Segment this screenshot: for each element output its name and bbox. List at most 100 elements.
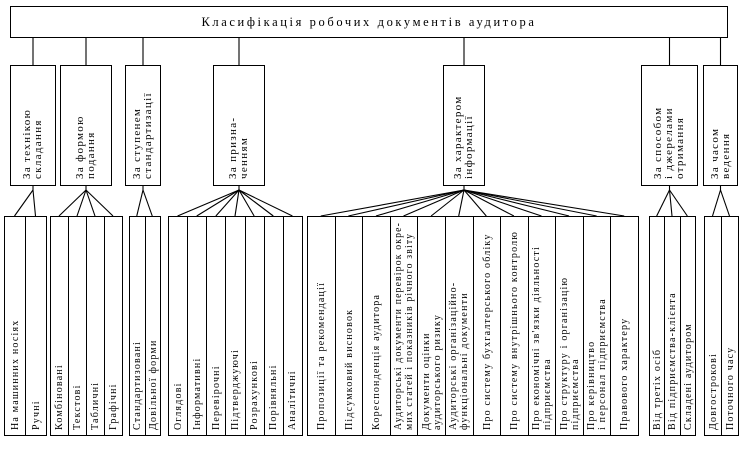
category-to-leaf-connector [430, 189, 465, 217]
leaf-box: Аудиторські документи перевірок окре- ми… [389, 216, 419, 436]
leaf-box: Стандартизовані [129, 216, 146, 436]
leaf-label: Від підприємства-клієнта [667, 292, 679, 430]
leaf-box: Підтверджуючі [225, 216, 246, 436]
category-to-leaf-connector [403, 189, 465, 217]
category-box-3: За ступенем стандартизації [125, 65, 161, 186]
leaf-label: Підсумковий висновок [343, 308, 355, 430]
category-to-leaf-connector [85, 189, 114, 217]
leaf-box: Пропозиції та рекомендації [307, 216, 336, 436]
category-to-leaf-connector [136, 189, 144, 217]
leaf-box: Графічні [104, 216, 124, 436]
leaf-label: Довгострокові [707, 352, 719, 430]
category-to-leaf-connector [656, 189, 670, 217]
category-to-leaf-connector [238, 189, 293, 217]
leaf-label: Перевірочні [210, 365, 222, 430]
leaf-box: На машинних носіях [4, 216, 27, 436]
leaf-label: Аудиторські документи перевірок окре- ми… [393, 221, 416, 430]
leaf-box: Про структуру і організацію підприємства [555, 216, 585, 436]
leaf-label: Графічні [108, 383, 119, 430]
leaf-label: Інформативні [191, 357, 203, 430]
leaf-box: Підсумковий висновок [334, 216, 364, 436]
leaf-box: Комбіновані [50, 216, 70, 436]
category-to-leaf-connector [32, 189, 37, 217]
category-to-leaf-connector [177, 189, 240, 217]
leaf-label: Текстові [72, 384, 83, 430]
leaf-label: Про структуру і організацію підприємства [558, 276, 581, 430]
leaf-box: Кореспонденція аудитора [362, 216, 391, 436]
leaf-label: Про керівництво і персонал підприємства [586, 298, 609, 430]
category-to-leaf-connector [458, 189, 465, 217]
category-to-leaf-connector [463, 189, 515, 217]
leaf-label: Пропозиції та рекомендації [316, 281, 327, 430]
category-to-leaf-connector [463, 189, 625, 217]
category-label: За ступенем стандартизації [131, 92, 154, 179]
category-to-leaf-connector [85, 189, 96, 217]
category-label: За формою подання [74, 115, 97, 179]
leaf-box: Інформативні [187, 216, 208, 436]
category-label: За часом ведення [708, 127, 732, 179]
category-to-leaf-connector [58, 189, 87, 217]
category-box-1: За технікою складання [10, 65, 56, 186]
leaf-label: Складені аудитором [682, 323, 694, 430]
leaf-label: Правового характеру [619, 317, 631, 430]
leaf-box: Від підприємства-клієнта [664, 216, 681, 436]
category-to-leaf-connector [719, 189, 731, 217]
category-label: За способом і джерелами отримання [652, 106, 686, 179]
category-to-leaf-connector [463, 189, 487, 217]
category-to-leaf-connector [215, 189, 240, 217]
leaf-label: Документи оцінки аудиторського ризику [420, 313, 443, 430]
category-to-leaf-connector [76, 189, 87, 217]
leaf-box: Перевірочні [206, 216, 227, 436]
category-label: За характером інформації [452, 95, 475, 179]
leaf-label: Про економічні зв'язки діяльності підпри… [531, 246, 554, 430]
leaf-box: Оглядові [168, 216, 189, 436]
category-to-leaf-connector [375, 189, 465, 217]
leaf-box: Від третіх осіб [649, 216, 666, 436]
leaf-label: Ручні [30, 400, 42, 430]
leaf-box: Довільної форми [144, 216, 162, 436]
leaf-label: Про систему бухгалтерського обліку [481, 233, 493, 430]
category-to-leaf-connector [711, 189, 722, 217]
category-to-leaf-connector [463, 189, 597, 217]
category-label: За технікою складання [21, 108, 44, 179]
category-to-leaf-connector [234, 189, 240, 217]
leaf-label: Табличні [90, 381, 101, 430]
leaf-box: Про керівництво і персонал підприємства [582, 216, 612, 436]
category-to-leaf-connector [320, 189, 465, 217]
category-label: За призна- ченням [227, 116, 250, 179]
category-to-leaf-connector [668, 189, 673, 217]
leaf-box: Поточного часу [721, 216, 740, 436]
leaf-label: Порівняльні [268, 364, 280, 430]
leaf-box: Складені аудитором [679, 216, 697, 436]
category-box-7: За часом ведення [703, 65, 738, 186]
leaf-box: Текстові [68, 216, 88, 436]
leaf-label: Аналітичні [287, 370, 299, 430]
leaf-box: Розрахункові [244, 216, 265, 436]
leaf-label: Оглядові [172, 382, 184, 430]
root-title-box: Класифікація робочих документів аудитора [10, 6, 728, 38]
category-box-5: За характером інформації [443, 65, 485, 186]
category-to-leaf-connector [142, 189, 153, 217]
category-box-4: За призна- ченням [213, 65, 265, 186]
category-to-leaf-connector [238, 189, 255, 217]
leaf-label: Про систему внутрішнього контролю [509, 230, 521, 430]
leaf-label: Від третіх осіб [652, 348, 663, 430]
leaf-label: Комбіновані [54, 364, 65, 430]
category-box-2: За формою подання [60, 65, 112, 186]
leaf-box: Аудиторські організаційно- функціональні… [444, 216, 474, 436]
category-to-leaf-connector [14, 189, 34, 217]
leaf-box: Документи оцінки аудиторського ризику [417, 216, 447, 436]
leaf-label: Кореспонденція аудитора [371, 293, 383, 430]
category-to-leaf-connector [348, 189, 465, 217]
leaf-box: Правового характеру [610, 216, 640, 436]
category-to-leaf-connector [196, 189, 240, 217]
category-to-leaf-connector [669, 189, 688, 217]
leaf-label: На машинних носіях [9, 319, 21, 430]
category-to-leaf-connector [238, 189, 274, 217]
category-to-leaf-connector [463, 189, 570, 217]
root-title: Класифікація робочих документів аудитора [201, 14, 537, 29]
leaf-box: Табличні [86, 216, 106, 436]
leaf-box: Аналітичні [282, 216, 304, 436]
